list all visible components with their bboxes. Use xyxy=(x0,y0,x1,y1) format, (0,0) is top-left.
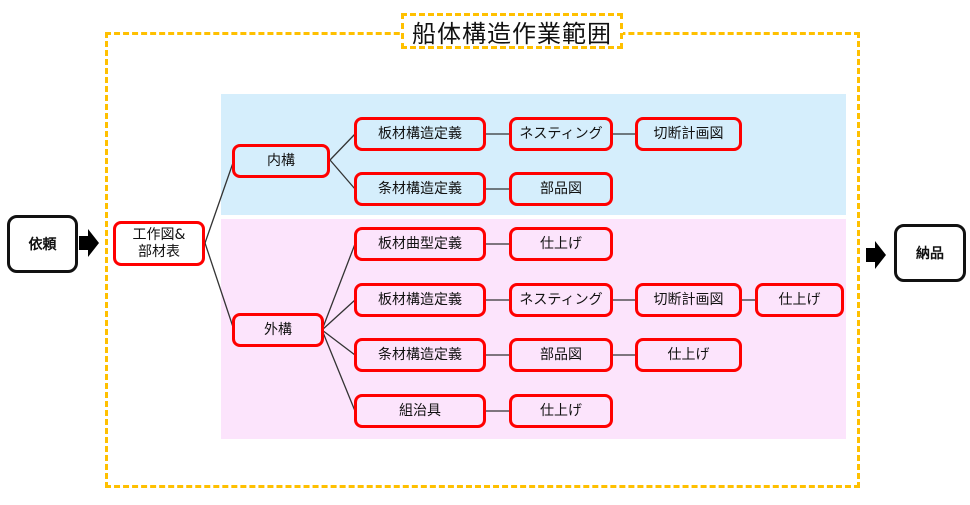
scope-title: 船体構造作業範囲 xyxy=(401,13,623,49)
connector-inner-row1 xyxy=(329,133,356,161)
connector-outer-row4 xyxy=(321,329,356,412)
outer-assembly-jig[interactable]: 組治具 xyxy=(354,394,486,428)
connector-outer-row2 xyxy=(321,299,356,331)
outer-plate-structure-definition[interactable]: 板材構造定義 xyxy=(354,283,486,317)
connector-root-inner xyxy=(204,159,235,244)
inner-bar-structure-definition[interactable]: 条材構造定義 xyxy=(354,172,486,206)
inner-nesting[interactable]: ネスティング xyxy=(509,117,613,151)
outer-nesting[interactable]: ネスティング xyxy=(509,283,613,317)
request-node[interactable]: 依頼 xyxy=(7,215,78,273)
inner-plate-structure-definition[interactable]: 板材構造定義 xyxy=(354,117,486,151)
outer-finishing[interactable]: 仕上げ xyxy=(509,394,613,428)
inner-parts-drawing[interactable]: 部品図 xyxy=(509,172,613,206)
outer-finishing[interactable]: 仕上げ xyxy=(755,283,844,317)
delivery-node[interactable]: 納品 xyxy=(894,224,966,282)
outer-plate-curve-definition[interactable]: 板材曲型定義 xyxy=(354,227,486,261)
connector-outer-row3 xyxy=(321,329,356,356)
arrow-right-icon xyxy=(79,229,99,257)
connector-inner-row2 xyxy=(329,159,356,190)
connector-root-outer xyxy=(204,242,235,331)
inner-structure-node[interactable]: 内構 xyxy=(232,144,330,178)
connector-outer-row1 xyxy=(321,243,356,331)
outer-structure-node[interactable]: 外構 xyxy=(232,313,324,347)
inner-cutting-plan[interactable]: 切断計画図 xyxy=(635,117,742,151)
drawings-parts-list-node[interactable]: 工作図&部材表 xyxy=(113,221,205,266)
root-label-line1: 工作図& xyxy=(132,226,186,243)
outer-finishing[interactable]: 仕上げ xyxy=(509,227,613,261)
root-label-line2: 部材表 xyxy=(137,243,180,260)
outer-cutting-plan[interactable]: 切断計画図 xyxy=(635,283,742,317)
outer-finishing[interactable]: 仕上げ xyxy=(635,338,742,372)
outer-parts-drawing[interactable]: 部品図 xyxy=(509,338,613,372)
arrow-right-icon xyxy=(866,241,886,269)
outer-bar-structure-definition[interactable]: 条材構造定義 xyxy=(354,338,486,372)
